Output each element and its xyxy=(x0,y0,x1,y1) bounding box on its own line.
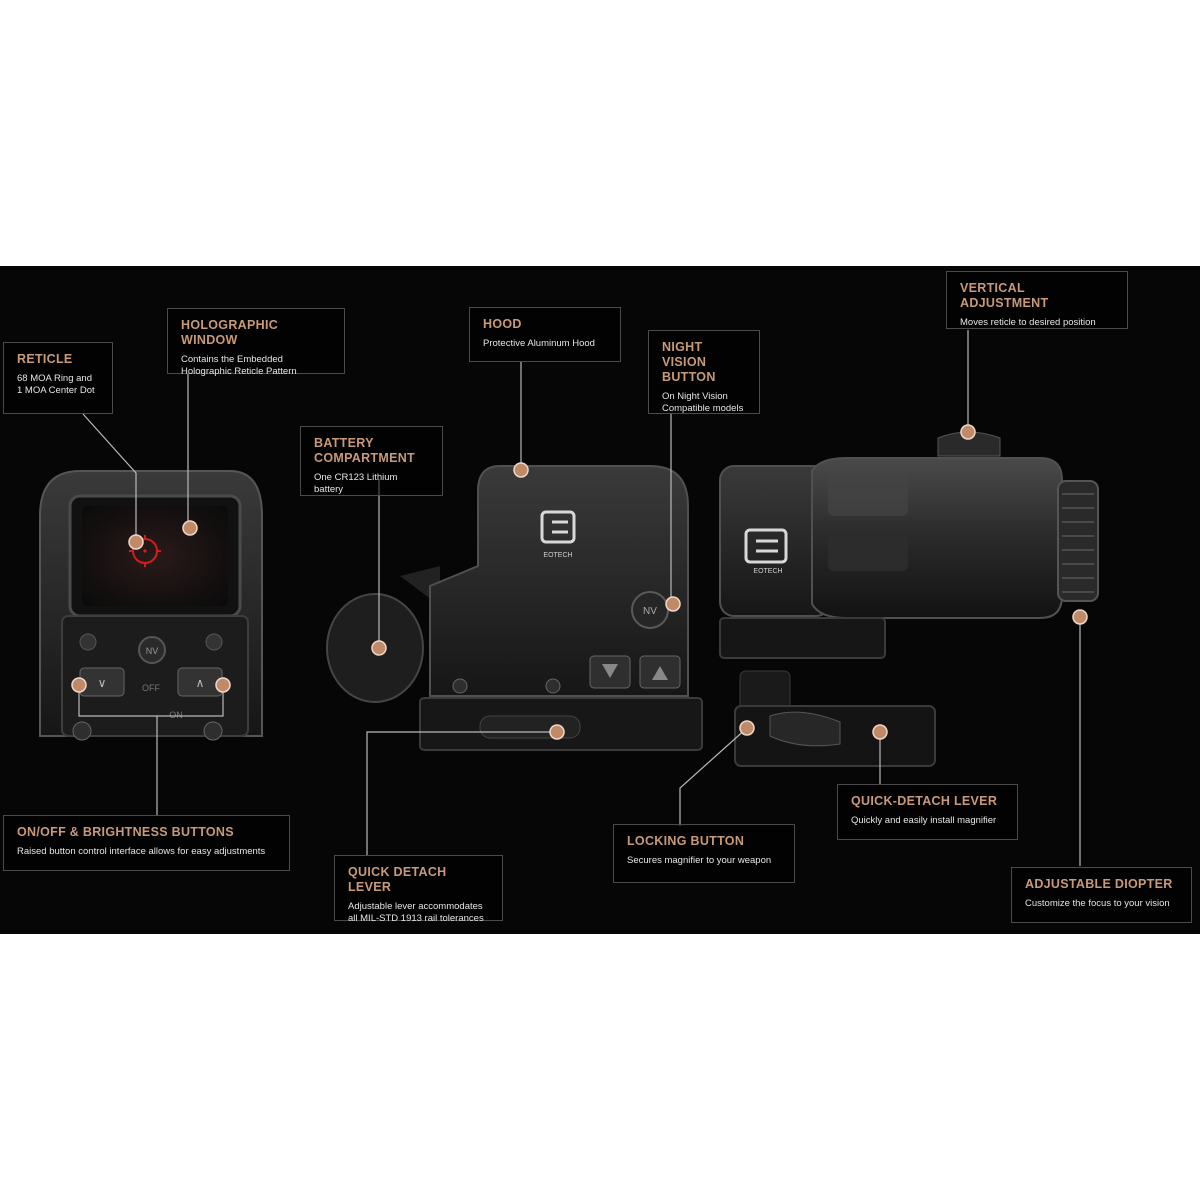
callout-vertical-adjustment: VERTICAL ADJUSTMENT Moves reticle to des… xyxy=(946,271,1128,329)
callout-locking-button: LOCKING BUTTON Secures magnifier to your… xyxy=(613,824,795,883)
infographic-panel: NV ∨ ∧ OFF ON EOTECH NV xyxy=(0,266,1200,934)
marker-dot xyxy=(371,640,387,656)
callout-quick-detach-lever: QUICK DETACH LEVER Adjustable lever acco… xyxy=(334,855,503,924)
reticle-icon xyxy=(129,535,161,567)
sight-rear-view: NV ∨ ∧ OFF ON xyxy=(39,470,263,741)
callout-description: Adjustable lever accommodates all MIL-ST… xyxy=(348,901,484,924)
marker-dot xyxy=(960,424,976,440)
callout-title: QUICK DETACH LEVER xyxy=(348,865,447,894)
marker-dot xyxy=(665,596,681,612)
side-nv-label: NV xyxy=(643,606,657,617)
callout-battery-compartment: BATTERY COMPARTMENT One CR123 Lithium ba… xyxy=(300,426,443,496)
callout-description: Moves reticle to desired position xyxy=(960,317,1096,328)
callout-hood: HOOD Protective Aluminum Hood xyxy=(469,307,621,362)
callout-title: HOOD xyxy=(483,317,522,331)
marker-dot xyxy=(739,720,755,736)
magnifier-side-view: EOTECH xyxy=(719,431,1099,767)
up-arrow-icon xyxy=(652,666,668,680)
rear-off-label: OFF xyxy=(142,683,160,693)
callout-title: VERTICAL ADJUSTMENT xyxy=(960,281,1049,310)
marker-dot xyxy=(182,520,198,536)
callout-title: NIGHT VISION BUTTON xyxy=(662,340,716,384)
rear-nv-label: NV xyxy=(146,646,159,656)
leader-lines xyxy=(78,330,1081,866)
callout-title: BATTERY COMPARTMENT xyxy=(314,436,415,465)
marker-dot xyxy=(549,724,565,740)
marker-dot xyxy=(215,677,231,693)
callout-title: QUICK-DETACH LEVER xyxy=(851,794,998,808)
callout-reticle: RETICLE 68 MOA Ring and 1 MOA Center Dot xyxy=(3,342,113,414)
callout-description: Quickly and easily install magnifier xyxy=(851,815,997,826)
callout-description: Customize the focus to your vision xyxy=(1025,898,1170,909)
callout-description: Secures magnifier to your weapon xyxy=(627,855,772,866)
sight-side-view: EOTECH NV xyxy=(326,465,703,751)
callout-night-vision-button: NIGHT VISION BUTTON On Night Vision Comp… xyxy=(648,330,760,414)
brightness-up-icon: ∧ xyxy=(196,676,205,690)
callout-description: Protective Aluminum Hood xyxy=(483,338,595,349)
callout-title: ON/OFF & BRIGHTNESS BUTTONS xyxy=(17,825,234,839)
marker-dot xyxy=(128,534,144,550)
callout-title: LOCKING BUTTON xyxy=(627,834,745,848)
callout-title: ADJUSTABLE DIOPTER xyxy=(1025,877,1173,891)
callout-description: One CR123 Lithium battery xyxy=(314,472,398,495)
callout-title: HOLOGRAPHIC WINDOW xyxy=(181,318,279,347)
marker-dot xyxy=(513,462,529,478)
callout-adjustable-diopter: ADJUSTABLE DIOPTER Customize the focus t… xyxy=(1011,867,1192,923)
rear-on-label: ON xyxy=(169,710,183,720)
callout-quick-detach-lever-magnifier: QUICK-DETACH LEVER Quickly and easily in… xyxy=(837,784,1018,840)
callout-holographic-window: HOLOGRAPHIC WINDOW Contains the Embedded… xyxy=(167,308,345,377)
callout-description: Raised button control interface allows f… xyxy=(17,846,266,857)
callout-description: 68 MOA Ring and 1 MOA Center Dot xyxy=(17,373,95,396)
product-illustration: NV ∨ ∧ OFF ON EOTECH NV xyxy=(39,330,1099,866)
sight-logo-text: EOTECH xyxy=(543,552,572,559)
marker-dots xyxy=(71,424,1088,740)
callout-description: On Night Vision Compatible models xyxy=(662,391,744,414)
marker-dot xyxy=(872,724,888,740)
callout-description: Contains the Embedded Holographic Reticl… xyxy=(181,354,297,377)
down-arrow-icon xyxy=(602,664,618,678)
brightness-down-icon: ∨ xyxy=(98,676,107,690)
marker-dot xyxy=(1072,609,1088,625)
callout-on-off-brightness-buttons: ON/OFF & BRIGHTNESS BUTTONS Raised butto… xyxy=(3,815,290,871)
callout-title: RETICLE xyxy=(17,352,73,366)
magnifier-logo-text: EOTECH xyxy=(753,568,782,575)
marker-dot xyxy=(71,677,87,693)
